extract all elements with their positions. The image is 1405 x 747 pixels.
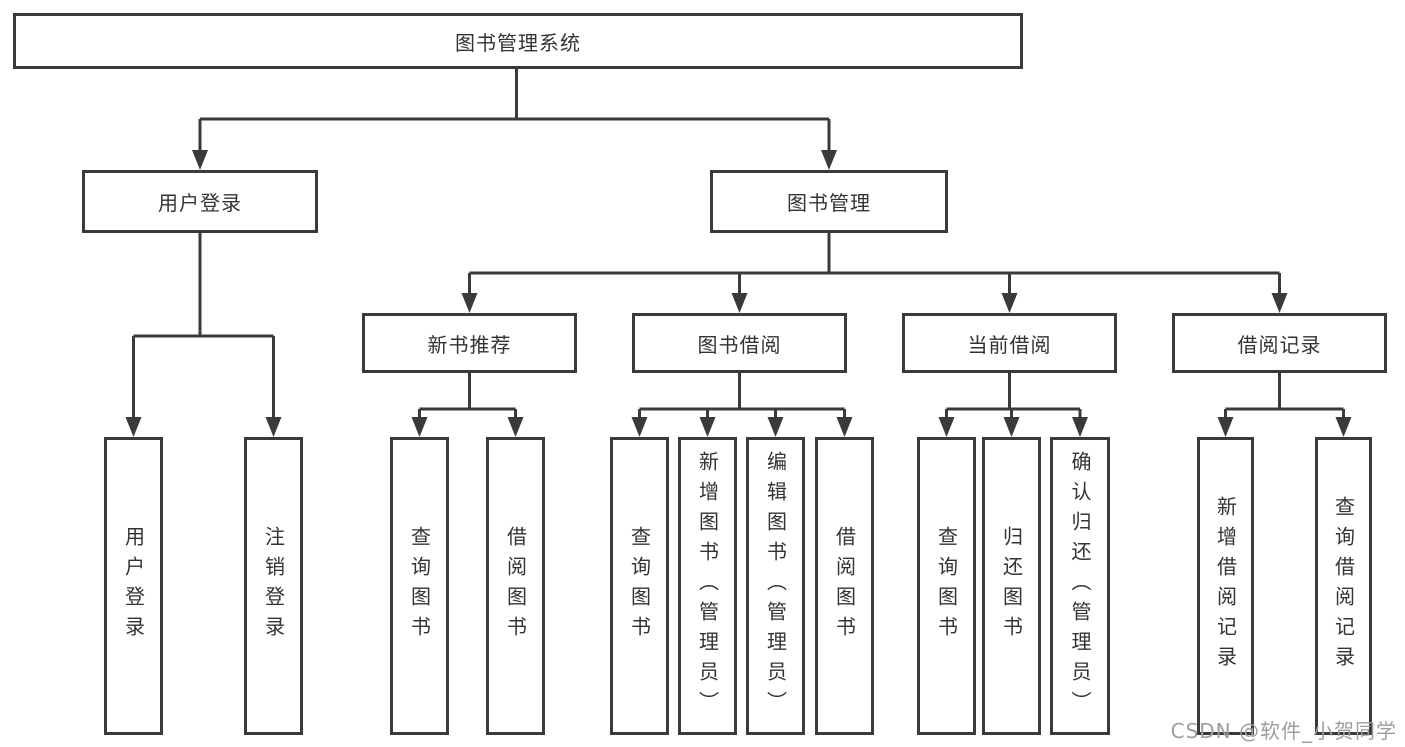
leaf-logout: 注销登录	[244, 437, 303, 735]
connector-book-management-to-level3	[461, 233, 1288, 313]
leaf-add-borrow-record: 新增借阅记录	[1197, 437, 1254, 735]
node-new-book-recommend-label: 新书推荐	[427, 332, 512, 357]
leaf-borrow-books-1: 借阅图书	[486, 437, 545, 735]
node-book-management-label: 图书管理	[787, 191, 871, 215]
leaf-add-book-admin: 新增图书（管理员）	[678, 437, 737, 735]
leaf-add-borrow-record-label: 新增借阅记录	[1213, 496, 1238, 676]
leaf-user-login: 用户登录	[104, 437, 163, 735]
leaf-user-login-label: 用户登录	[121, 526, 146, 646]
leaf-return-book-label: 归还图书	[999, 526, 1024, 646]
leaf-query-borrow-record: 查询借阅记录	[1315, 437, 1372, 735]
connector-borrow-records-to-leaves	[1217, 373, 1352, 437]
leaf-logout-label: 注销登录	[261, 526, 286, 646]
node-borrow-records: 借阅记录	[1172, 313, 1387, 373]
leaf-confirm-return-admin: 确认归还（管理员）	[1050, 437, 1110, 735]
leaf-add-book-admin-label: 新增图书（管理员）	[695, 451, 720, 721]
connector-new-book-recommend-to-leaves	[411, 373, 524, 437]
connector-user-login-to-leaves	[125, 233, 282, 437]
leaf-return-book: 归还图书	[982, 437, 1041, 735]
node-current-borrow-label: 当前借阅	[967, 332, 1052, 357]
node-current-borrow: 当前借阅	[902, 313, 1117, 373]
leaf-query-books-2: 查询图书	[610, 437, 669, 735]
node-root-label: 图书管理系统	[455, 30, 581, 55]
leaf-confirm-return-admin-label: 确认归还（管理员）	[1068, 451, 1092, 721]
leaf-query-books-3-label: 查询图书	[934, 526, 959, 646]
node-borrow-records-label: 借阅记录	[1237, 332, 1322, 357]
leaf-query-books-2-label: 查询图书	[627, 526, 652, 646]
leaf-query-books-3: 查询图书	[917, 437, 976, 735]
node-new-book-recommend: 新书推荐	[362, 313, 577, 373]
connector-current-borrow-to-leaves	[938, 373, 1088, 437]
csdn-watermark: CSDN @软件_小贺同学	[1170, 719, 1397, 743]
node-book-borrow-label: 图书借阅	[697, 332, 782, 357]
leaf-edit-book-admin: 编辑图书（管理员）	[746, 437, 805, 735]
node-book-management: 图书管理	[710, 170, 948, 233]
connector-root-to-level2	[192, 68, 837, 170]
node-user-login: 用户登录	[82, 170, 318, 233]
leaf-borrow-books-2-label: 借阅图书	[832, 526, 857, 646]
node-user-login-label: 用户登录	[158, 191, 242, 215]
leaf-edit-book-admin-label: 编辑图书（管理员）	[763, 451, 788, 721]
leaf-query-books-1: 查询图书	[390, 437, 449, 735]
node-book-borrow: 图书借阅	[632, 313, 847, 373]
leaf-query-borrow-record-label: 查询借阅记录	[1331, 496, 1356, 676]
leaf-query-books-1-label: 查询图书	[407, 526, 432, 646]
node-root: 图书管理系统	[13, 13, 1023, 69]
connector-book-borrow-to-leaves	[631, 373, 853, 437]
leaf-borrow-books-1-label: 借阅图书	[503, 526, 528, 646]
leaf-borrow-books-2: 借阅图书	[815, 437, 874, 735]
